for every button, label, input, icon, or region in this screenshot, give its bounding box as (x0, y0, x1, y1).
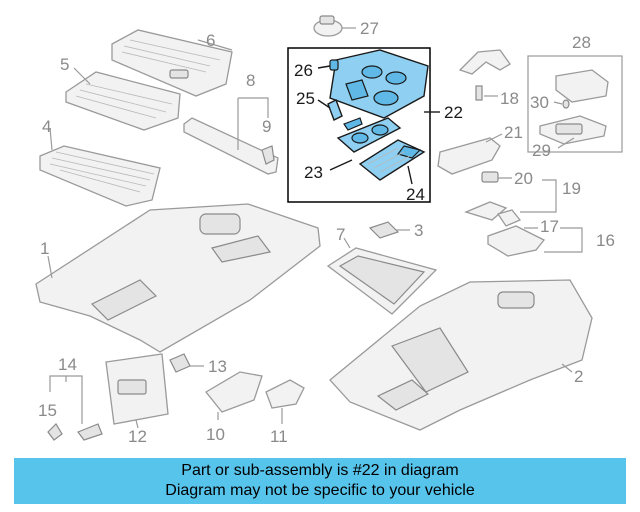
leader-6 (197, 39, 233, 51)
leader-12 (135, 419, 139, 429)
part-1-headliner (35, 203, 321, 353)
part-21-console (437, 137, 501, 175)
part-4-pad (39, 145, 161, 207)
part-23-cover (336, 117, 402, 153)
info-banner: Part or sub-assembly is #22 in diagram D… (14, 458, 626, 504)
banner-line-2: Diagram may not be specific to your vehi… (165, 482, 475, 499)
leader-7 (343, 237, 351, 249)
leader-14 (49, 375, 83, 424)
callout-3: 3 (414, 221, 423, 240)
callout-12: 12 (128, 427, 147, 446)
leader-26 (317, 65, 331, 69)
assembly-22-box (287, 47, 431, 203)
callout-11: 11 (270, 427, 288, 446)
callout-18: 18 (500, 89, 519, 108)
part-18-grab-handle (458, 49, 511, 101)
callout-28: 28 (572, 33, 591, 52)
leader-25 (317, 99, 331, 109)
part-15-clip (47, 423, 63, 441)
part-2-headliner (329, 279, 593, 431)
callout-5: 5 (60, 55, 69, 74)
leader-24 (407, 165, 413, 185)
callout-20: 20 (514, 169, 533, 188)
callout-7: 7 (336, 225, 345, 244)
part-12-sun-visor (105, 353, 169, 425)
leader-23 (329, 159, 353, 171)
part-5-pad (65, 71, 181, 131)
callout-17: 17 (540, 217, 559, 236)
callout-26: 26 (294, 61, 313, 80)
callout-13: 13 (208, 357, 227, 376)
part-10-bracket (205, 371, 263, 413)
part-25-lens (327, 99, 363, 131)
callout-10: 10 (206, 425, 225, 444)
part-24-cover (358, 139, 426, 181)
leader-1 (47, 255, 53, 279)
callout-8: 8 (246, 71, 255, 90)
callout-22: 22 (444, 103, 463, 122)
part-29-lamp (539, 115, 607, 145)
part-6-pad (111, 29, 233, 97)
callout-19: 19 (562, 179, 581, 198)
part-19-lamp (464, 201, 522, 227)
part-9-clip (261, 145, 275, 165)
callout-9: 9 (262, 117, 271, 136)
part-20-switch (481, 171, 499, 183)
part-22-console-frame (329, 49, 429, 119)
callout-15: 15 (38, 401, 57, 420)
part-7-sunroof-frame (326, 247, 438, 315)
part-13-clip (169, 353, 191, 373)
leader-21 (485, 133, 503, 143)
leader-5 (73, 67, 91, 85)
leader-8 (237, 97, 269, 150)
part-8-strip (183, 117, 279, 175)
callout-16: 16 (596, 231, 615, 250)
callout-30: 30 (530, 93, 549, 112)
callout-2: 2 (574, 367, 583, 386)
leader-2 (561, 363, 573, 373)
part-3-clip (368, 221, 400, 239)
part-27-lamp (313, 15, 343, 37)
callout-25: 25 (296, 89, 315, 108)
leader-29 (557, 137, 575, 149)
part-30-lamp (555, 69, 609, 109)
group-28-box (527, 55, 623, 153)
part-14-clip (77, 423, 103, 441)
callout-24: 24 (406, 185, 425, 204)
leader-19-20 (498, 177, 557, 213)
parts-diagram: 6 5 4 8 9 27 (35, 15, 623, 446)
banner-line-1: Part or sub-assembly is #22 in diagram (181, 462, 459, 479)
part-11-bracket (265, 379, 305, 409)
leader-30 (553, 101, 563, 105)
callout-21: 21 (504, 123, 523, 142)
callout-1: 1 (40, 239, 49, 258)
callout-29: 29 (532, 141, 551, 160)
callout-4: 4 (42, 117, 51, 136)
leader-4 (49, 127, 53, 151)
callout-6: 6 (206, 31, 215, 50)
callout-27: 27 (360, 19, 379, 38)
leader-16-17 (524, 227, 583, 253)
part-26-bulb (329, 59, 339, 71)
callout-23: 23 (304, 163, 323, 182)
part-16-lamp (487, 225, 546, 257)
callout-14: 14 (58, 355, 77, 374)
